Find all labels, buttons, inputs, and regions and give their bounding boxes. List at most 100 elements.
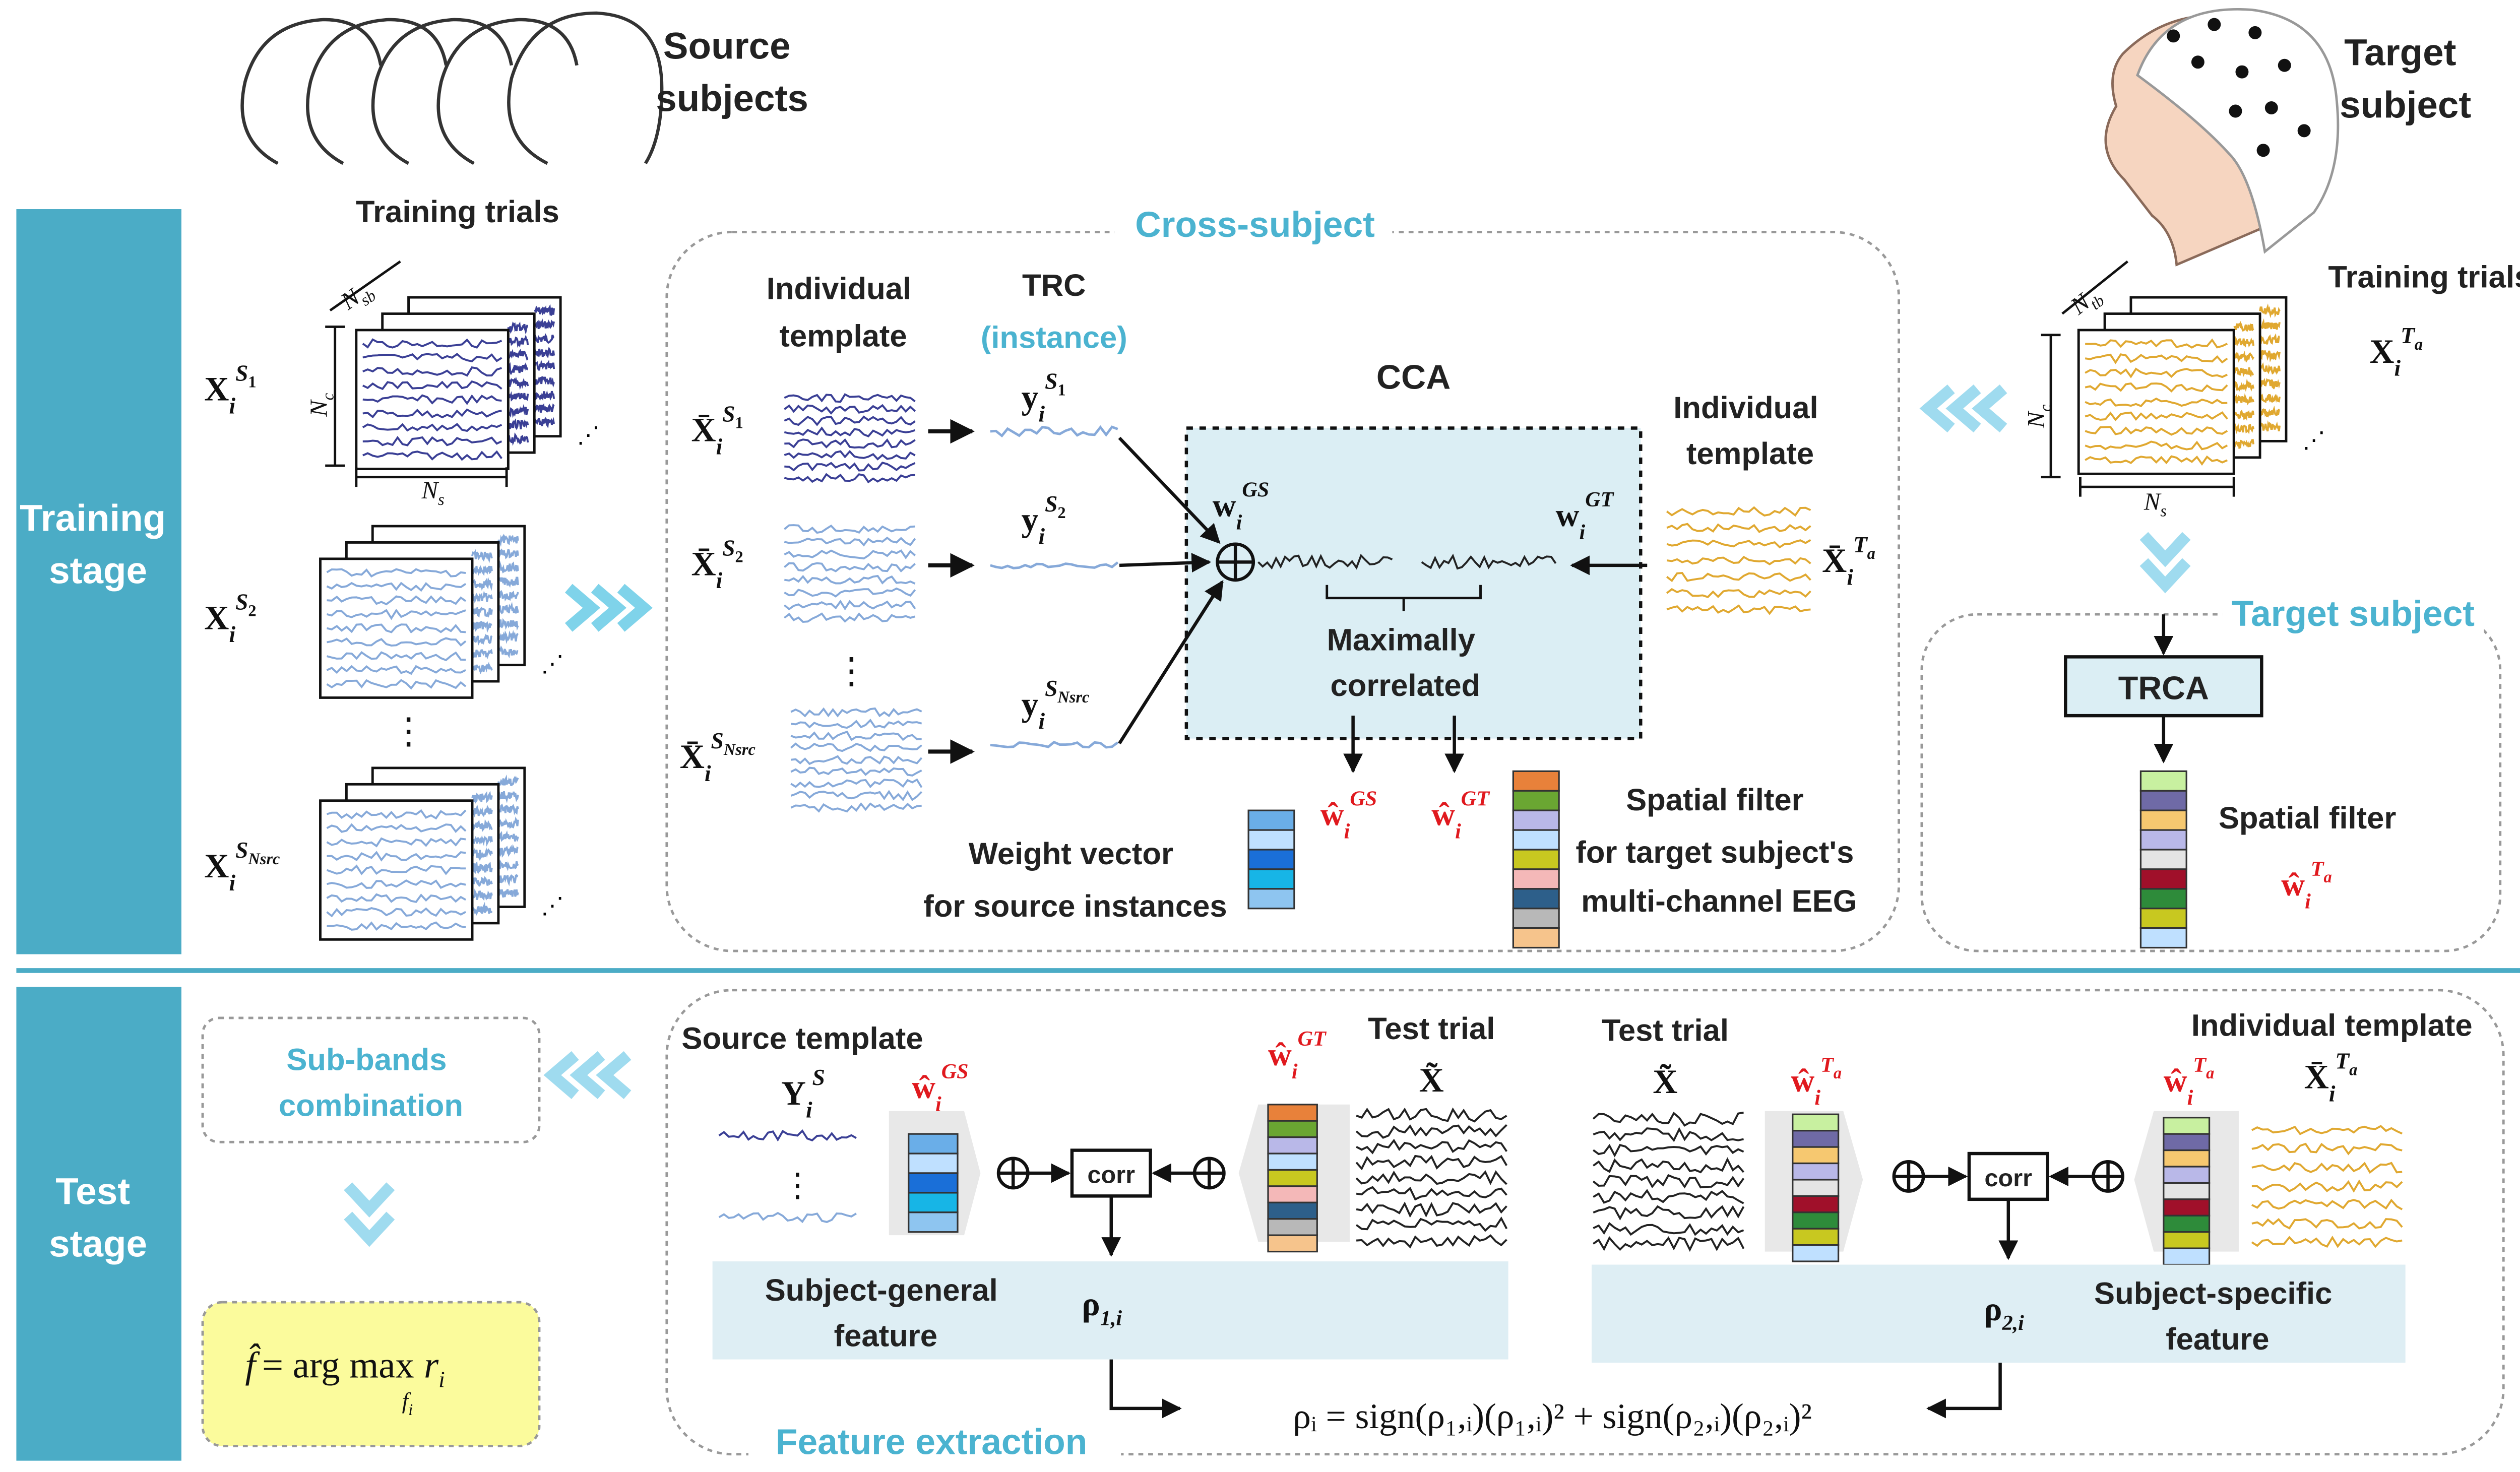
filter-cell	[1792, 1179, 1840, 1197]
filter-cell	[2163, 1149, 2211, 1168]
trc-vector-n: yiSNsrc	[1021, 676, 1089, 734]
filter-cell	[908, 1153, 959, 1174]
ys-label: YiS	[781, 1065, 825, 1123]
signal-wave	[497, 888, 519, 898]
signal-wave	[362, 423, 502, 432]
signal-wave	[784, 562, 916, 573]
rho1-label: ρ1,i	[1082, 1285, 1122, 1330]
signal-wave	[534, 390, 555, 401]
signal-wave	[471, 606, 493, 618]
signal-wave	[326, 809, 467, 820]
filter-cell	[2163, 1214, 2211, 1233]
weight-vector-label: Weight vector for source instances	[923, 837, 1227, 924]
test-stage-bar	[16, 987, 181, 1461]
signal-wave	[327, 879, 466, 889]
source-individual-templates	[784, 393, 923, 813]
signal-wave	[2251, 1142, 2403, 1156]
signal-wave	[326, 823, 467, 833]
signal-wave	[1356, 1186, 1507, 1201]
signal-wave	[471, 577, 493, 591]
signal-wave	[2259, 420, 2281, 432]
signal-wave	[362, 435, 502, 446]
filter-cell	[1267, 1234, 1318, 1253]
signal-wave	[790, 778, 923, 789]
rho2-label: ρ2,i	[1984, 1290, 2024, 1335]
template-xbar-2: X̄iS2	[691, 535, 743, 593]
signal-wave	[2085, 338, 2228, 349]
source-dimension-annotations	[325, 260, 508, 487]
training-stage-bar	[16, 209, 181, 954]
signal-wave	[471, 649, 493, 660]
signal-wave	[784, 574, 916, 585]
trial-sheet	[319, 557, 474, 699]
correlation-brace	[1326, 585, 1482, 611]
signal-wave	[1355, 1170, 1507, 1185]
signal-wave	[533, 318, 555, 329]
signal-wave	[2259, 318, 2281, 330]
signal-wave	[2259, 377, 2281, 390]
signal-wave	[498, 859, 519, 871]
signal-wave	[2259, 333, 2280, 345]
signal-wave	[327, 851, 466, 862]
signal-wave	[327, 595, 467, 606]
signal-wave	[1356, 1234, 1507, 1249]
spatial-filter-cross-bar	[1512, 770, 1560, 949]
signal-wave	[497, 618, 519, 631]
filter-cell	[2139, 908, 2187, 929]
filter-cell	[1267, 1218, 1318, 1236]
signal-wave	[471, 847, 493, 861]
subject-general-band	[712, 1261, 1508, 1360]
test-stage-label: Test stage	[49, 1170, 147, 1265]
source-heads-icon	[240, 11, 664, 165]
filter-cell	[2139, 829, 2187, 851]
signal-wave	[497, 774, 519, 787]
target-matrix: XiTa	[2369, 323, 2423, 381]
signal-wave	[497, 548, 519, 560]
filter-cell	[2163, 1198, 2211, 1217]
source-subjects-title: Source subjects	[656, 25, 808, 119]
x-tilde-left: X̃	[1419, 1061, 1444, 1099]
stack-ellipsis: ⋰	[541, 652, 563, 677]
filter-cell	[1512, 868, 1560, 890]
filter-cell	[2163, 1247, 2211, 1266]
left-corr-group	[996, 1148, 1226, 1257]
filter-cell	[1267, 1120, 1318, 1138]
filter-cell	[2139, 770, 2187, 792]
filter-cell	[1267, 1136, 1318, 1155]
filter-cell	[1512, 790, 1560, 811]
signal-wave	[2251, 1218, 2403, 1230]
signal-wave	[497, 590, 519, 602]
filter-cell	[2139, 888, 2187, 910]
filter-cell	[1792, 1244, 1840, 1262]
filter-cell	[908, 1192, 959, 1213]
source-dim-ns: Ns	[421, 477, 445, 509]
signal-wave	[2233, 367, 2254, 377]
filter-cell	[1267, 1153, 1318, 1171]
signal-wave	[2085, 382, 2228, 393]
x-tilde-right: X̃	[1653, 1062, 1677, 1101]
signal-wave	[326, 837, 466, 848]
test-ta-filter-bar-right	[2134, 1111, 2239, 1266]
target-spatial-filter-label: Spatial filter	[2219, 801, 2397, 836]
signal-wave	[2259, 362, 2281, 375]
signal-wave	[471, 549, 493, 563]
template-xbar-1: X̄iS1	[691, 402, 743, 460]
final-combination-arrows	[1109, 1359, 2002, 1419]
trial-sheet	[355, 329, 510, 470]
signal-wave	[784, 404, 916, 415]
signal-wave	[1593, 1174, 1745, 1189]
signal-wave	[472, 633, 493, 646]
signal-wave	[471, 861, 493, 874]
filter-cell	[1792, 1130, 1840, 1148]
filter-cell	[2163, 1166, 2211, 1184]
signal-wave	[791, 719, 922, 729]
subbands-box	[201, 1016, 541, 1143]
signal-wave	[362, 338, 502, 349]
test-individual-template-waves	[2251, 1125, 2403, 1248]
signal-wave	[471, 564, 493, 577]
signal-wave	[507, 404, 529, 418]
signal-wave	[784, 462, 916, 472]
signal-wave	[2085, 440, 2228, 451]
signal-wave	[326, 864, 466, 875]
